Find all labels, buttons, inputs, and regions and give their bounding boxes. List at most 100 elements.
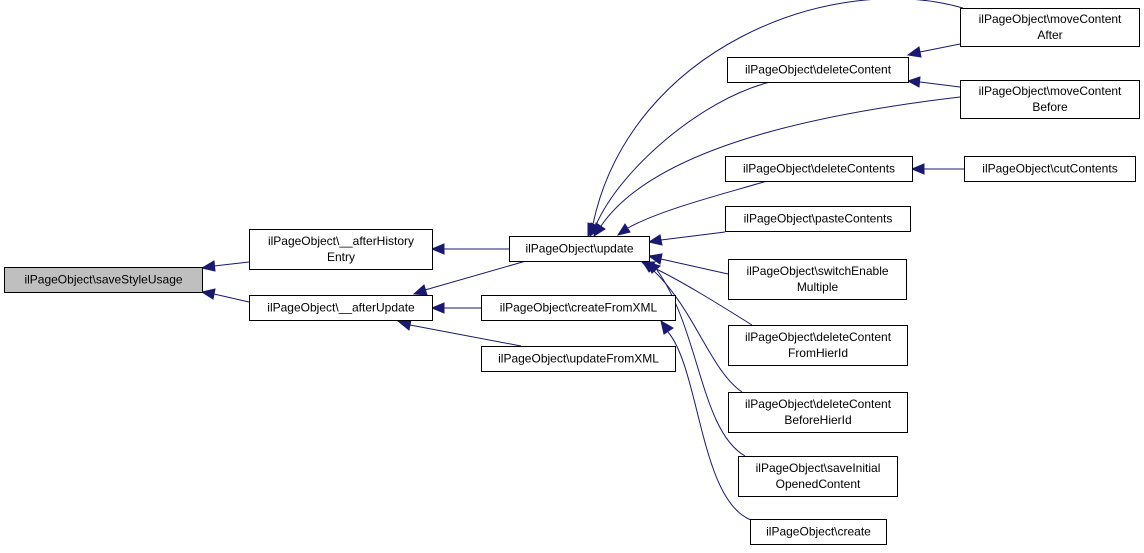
edge-cutContents-to-deleteContents <box>910 163 964 175</box>
node-label: ilPageObject\deleteContent <box>745 397 892 411</box>
arrowhead-icon <box>430 243 445 255</box>
edge-moveBefore-to-update <box>593 96 961 238</box>
node-box <box>725 206 911 232</box>
edge-line <box>667 331 752 521</box>
node-box <box>738 456 898 497</box>
node-label: ilPageObject\moveContent <box>979 84 1122 98</box>
edge-pasteContents-to-update <box>647 231 726 246</box>
node-label: Multiple <box>797 280 839 294</box>
node-box <box>960 80 1140 119</box>
node-label: ilPageObject\deleteContents <box>743 162 895 176</box>
node-label: ilPageObject\__afterUpdate <box>267 301 415 315</box>
node-label: ilPageObject\updateFromXML <box>498 352 659 366</box>
arrowhead-icon <box>646 261 662 274</box>
edge-line <box>213 293 250 303</box>
node-label: ilPageObject\deleteContent <box>745 330 892 344</box>
edge-updateFromXML-to-afterUpdate <box>396 319 522 347</box>
node-box <box>728 325 908 366</box>
node-label: FromHierId <box>788 346 848 360</box>
edge-afterUpdate-to-saveStyleUsage <box>200 288 250 303</box>
node-box <box>960 8 1140 47</box>
node-box <box>728 392 908 433</box>
node-box <box>727 57 909 83</box>
edge-afterHistory-to-saveStyleUsage <box>200 260 250 272</box>
edge-saveInitial-to-update <box>646 261 746 457</box>
edge-line <box>595 81 771 226</box>
edge-switchEnable-to-update <box>647 253 729 275</box>
node-updateFromXML[interactable]: ilPageObject\updateFromXML <box>481 346 676 372</box>
arrowhead-icon <box>200 260 216 272</box>
node-label: ilPageObject\create <box>766 525 871 539</box>
edge-line <box>919 43 961 53</box>
edge-line <box>660 258 729 275</box>
edge-line <box>656 269 746 457</box>
arrowhead-icon <box>396 319 412 331</box>
edge-line <box>213 261 250 267</box>
arrowhead-icon <box>647 253 663 265</box>
node-label: ilPageObject\deleteContent <box>745 63 892 77</box>
edge-create-to-createFromXML <box>660 319 752 521</box>
node-label: After <box>1037 28 1062 42</box>
node-label: ilPageObject\update <box>525 242 633 256</box>
node-box <box>249 229 433 270</box>
edge-moveBefore-to-deleteContent <box>906 76 961 88</box>
edge-line <box>919 81 961 88</box>
node-box <box>481 295 676 321</box>
edge-moveAfter-to-deleteContent <box>906 43 961 58</box>
arrowhead-icon <box>412 284 428 296</box>
arrowhead-icon <box>200 288 216 300</box>
edge-line <box>424 260 527 291</box>
node-label: ilPageObject\cutContents <box>982 162 1117 176</box>
arrowhead-icon <box>430 302 445 314</box>
edge-delBeforeHier-to-update <box>641 261 743 393</box>
edge-createFromXML-to-afterUpdate <box>430 302 481 314</box>
node-create[interactable]: ilPageObject\create <box>750 519 887 545</box>
node-box <box>964 156 1136 182</box>
node-box <box>750 519 887 545</box>
node-saveStyleUsage[interactable]: ilPageObject\saveStyleUsage <box>4 267 203 293</box>
edge-update-to-afterUpdate <box>412 260 527 296</box>
node-createFromXML[interactable]: ilPageObject\createFromXML <box>481 295 676 321</box>
edge-line <box>660 231 726 241</box>
node-update[interactable]: ilPageObject\update <box>509 236 650 262</box>
node-deleteContent[interactable]: ilPageObject\deleteContent <box>727 57 909 83</box>
node-deleteContents[interactable]: ilPageObject\deleteContents <box>725 156 913 182</box>
edge-update-to-afterHistory <box>430 243 509 255</box>
node-box <box>481 346 676 372</box>
arrowhead-icon <box>906 46 922 58</box>
node-label: OpenedContent <box>776 477 861 491</box>
node-box <box>4 267 203 293</box>
edge-line <box>409 324 522 347</box>
node-label: ilPageObject\saveInitial <box>756 461 881 475</box>
edge-line <box>592 0 964 225</box>
node-label: ilPageObject\moveContent <box>979 12 1122 26</box>
node-box <box>725 156 913 182</box>
edge-deleteContents-to-update <box>616 180 768 236</box>
node-label: ilPageObject\switchEnable <box>746 264 888 278</box>
node-label: ilPageObject\pasteContents <box>744 212 893 226</box>
node-pasteContents[interactable]: ilPageObject\pasteContents <box>725 206 911 232</box>
arrowhead-icon <box>593 222 606 238</box>
node-cutContents[interactable]: ilPageObject\cutContents <box>964 156 1136 182</box>
node-label: ilPageObject\createFromXML <box>500 301 658 315</box>
node-label: BeforeHierId <box>784 413 851 427</box>
arrowhead-icon <box>647 234 663 246</box>
edge-moveAfter-to-update <box>587 0 964 238</box>
node-box <box>728 259 907 300</box>
arrowhead-icon <box>906 76 921 88</box>
node-label: Entry <box>327 250 355 264</box>
arrowhead-icon <box>910 163 925 175</box>
edge-line <box>651 266 753 326</box>
node-box <box>249 295 433 321</box>
node-afterUpdate[interactable]: ilPageObject\__afterUpdate <box>249 295 433 321</box>
edge-line <box>627 180 768 229</box>
nodes: ilPageObject\saveStyleUsage ilPageObject\… <box>4 8 1140 545</box>
